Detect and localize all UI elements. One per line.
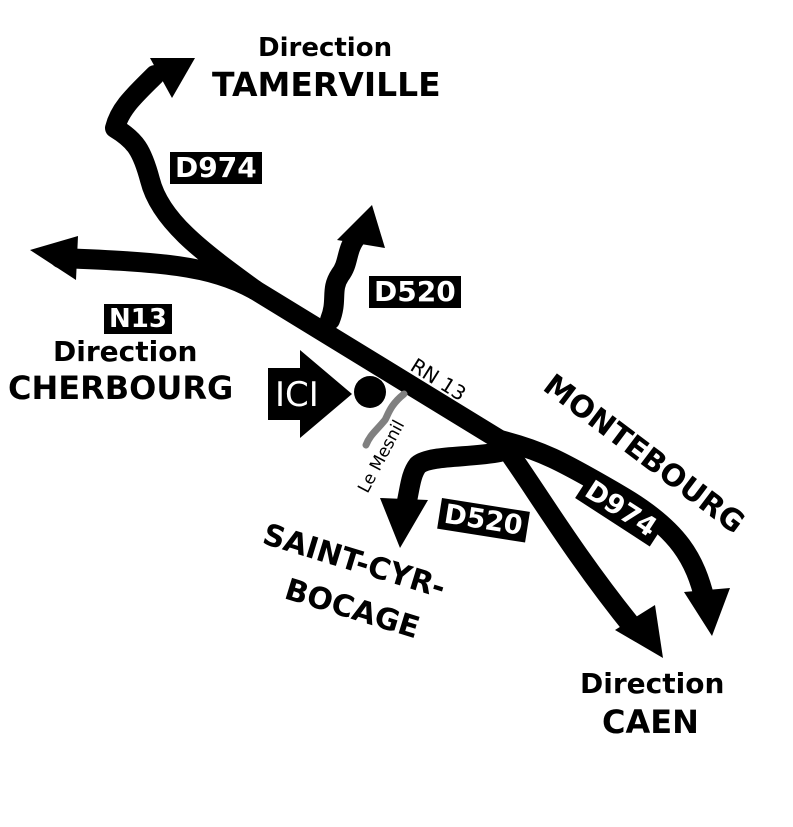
road-caen xyxy=(490,430,645,640)
badge-n13: N13 xyxy=(104,304,172,334)
arrowhead-d520-south xyxy=(380,498,428,548)
arrowhead-caen xyxy=(615,605,663,658)
road-le-mesnil xyxy=(362,390,408,449)
badge-d974-north: D974 xyxy=(170,152,262,184)
ici-location-dot xyxy=(354,376,386,408)
ici-label: ICI xyxy=(275,375,319,415)
cherbourg-name: CHERBOURG xyxy=(8,369,234,407)
road-d520-north xyxy=(320,225,368,330)
road-d974-north xyxy=(105,65,265,300)
tamerville-prefix: Direction xyxy=(258,33,393,63)
road-d520-south xyxy=(395,442,510,520)
cherbourg-prefix: Direction xyxy=(53,335,198,368)
arrowhead-cherbourg xyxy=(30,236,78,280)
badge-d520-north: D520 xyxy=(369,276,461,308)
tamerville-name: TAMERVILLE xyxy=(212,65,441,104)
caen-name: CAEN xyxy=(602,703,699,741)
arrowhead-tamerville xyxy=(150,58,195,98)
road-rn13-main xyxy=(245,280,510,450)
road-n13-west xyxy=(50,248,265,300)
caen-prefix: Direction xyxy=(580,667,725,700)
arrowhead-d520-north xyxy=(337,205,385,248)
arrowhead-montebourg xyxy=(684,588,730,636)
ici-arrow xyxy=(268,350,352,438)
